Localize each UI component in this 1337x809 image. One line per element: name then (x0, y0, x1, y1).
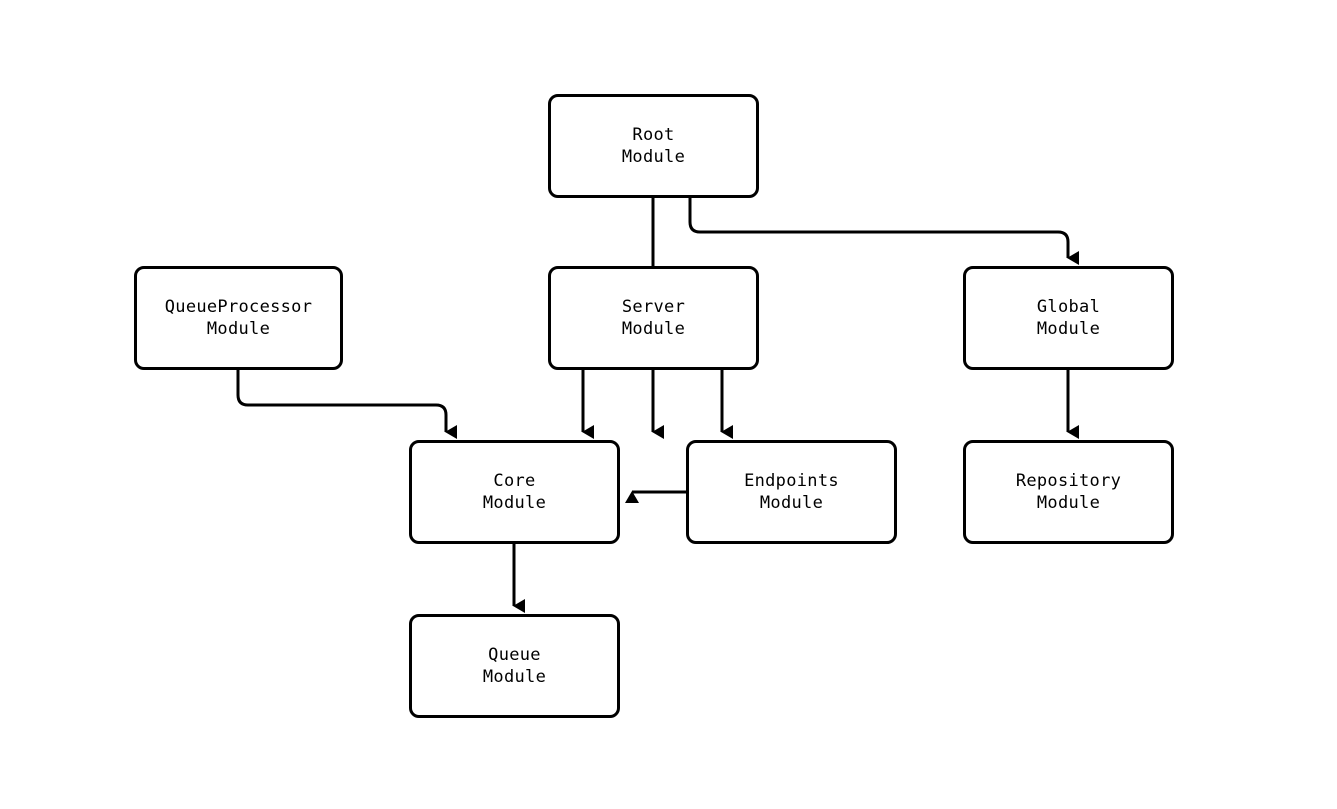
node-repository-module[interactable]: Repository Module (963, 440, 1174, 544)
node-label-line1: Queue (488, 645, 541, 665)
edge-queueprocessor-to-core (236, 370, 457, 439)
node-server-module[interactable]: Server Module (548, 266, 759, 370)
node-endpoints-module[interactable]: Endpoints Module (686, 440, 897, 544)
node-label-line2: Module (621, 319, 686, 339)
node-label-line2: Module (621, 147, 686, 167)
node-queue-module[interactable]: Queue Module (409, 614, 620, 718)
edge-root-to-global (688, 198, 1079, 265)
node-label-line1: Core (493, 471, 536, 491)
node-label-line1: QueueProcessor (164, 297, 313, 317)
node-label-line1: Server (621, 297, 686, 317)
node-label-line1: Endpoints (744, 471, 839, 491)
node-label-line2: Module (759, 493, 824, 513)
node-label-line2: Module (206, 319, 271, 339)
node-label-line1: Global (1036, 297, 1101, 317)
node-global-module[interactable]: Global Module (963, 266, 1174, 370)
node-label-line2: Module (482, 493, 547, 513)
node-core-module[interactable]: Core Module (409, 440, 620, 544)
node-label-line1: Root (632, 125, 675, 145)
node-root-module[interactable]: Root Module (548, 94, 759, 198)
node-label-line2: Module (1036, 493, 1101, 513)
node-queueprocessor-module[interactable]: QueueProcessor Module (134, 266, 343, 370)
node-label-line2: Module (1036, 319, 1101, 339)
node-label-line2: Module (482, 667, 547, 687)
node-label-line1: Repository (1015, 471, 1122, 491)
